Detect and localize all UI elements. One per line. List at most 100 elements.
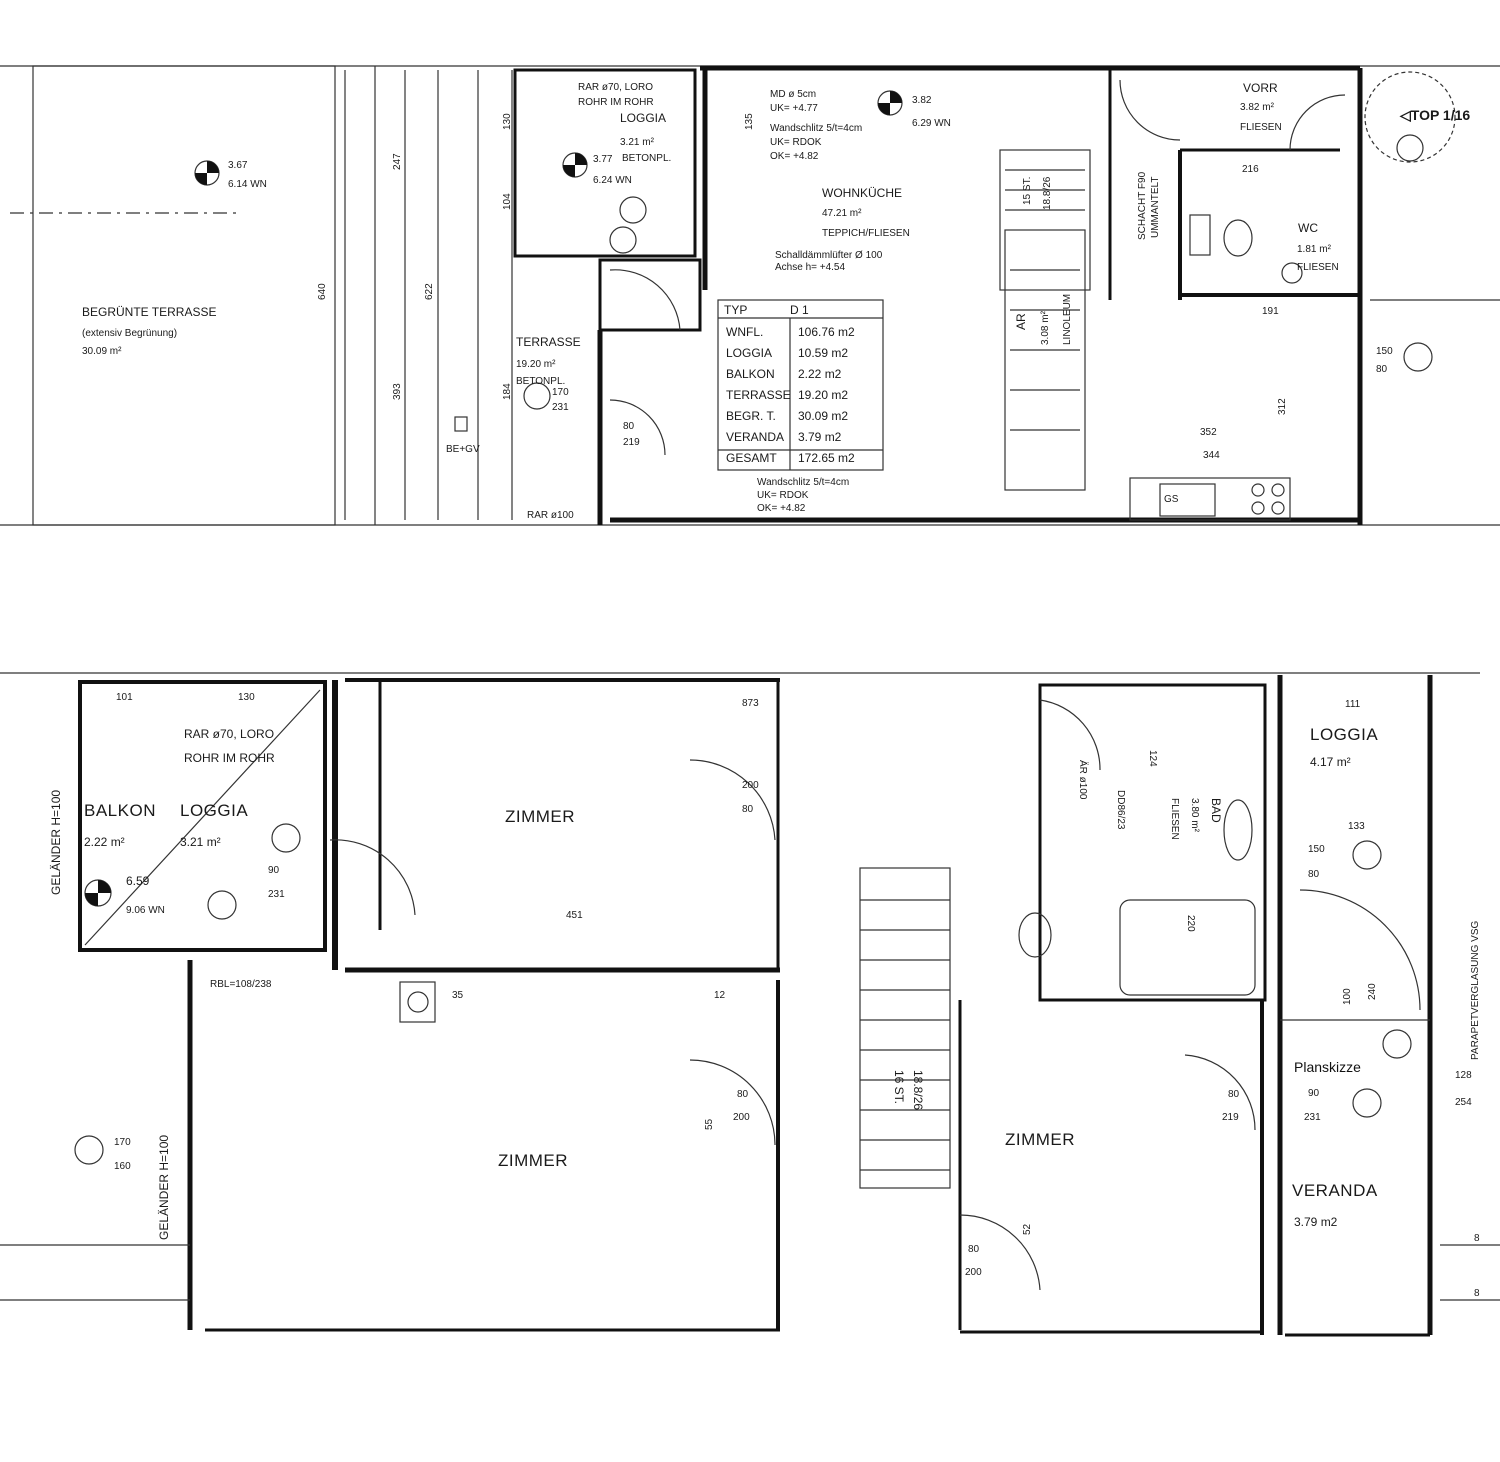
dim-150-l: 150 <box>1308 844 1325 855</box>
table-row-value: 10.59 m2 <box>798 346 848 360</box>
wandschlitz-note-2: Wandschlitz 5/t=4cm <box>757 477 849 488</box>
dim-80: 80 <box>623 421 635 432</box>
dim-130-l: 130 <box>238 692 255 703</box>
dim-80-b: 80 <box>1376 364 1388 375</box>
dim-231-l: 231 <box>268 889 285 900</box>
loggia-finish: BETONPL. <box>622 153 671 164</box>
dim-100: 100 <box>1342 988 1353 1005</box>
loggia-right-name: LOGGIA <box>1310 725 1378 744</box>
dim-80-l5: 80 <box>1308 869 1320 880</box>
dim-80-l1: 80 <box>742 804 754 815</box>
table-row-label: BEGR. T. <box>726 409 776 423</box>
terrace-name: TERRASSE <box>516 335 581 349</box>
table-row-label: WNFL. <box>726 325 763 339</box>
terrace-green-note: (extensiv Begrünung) <box>82 328 177 339</box>
vorr-area: 3.82 m² <box>1240 102 1275 113</box>
level1: 3.67 <box>228 160 248 171</box>
dim-55: 55 <box>704 1118 715 1130</box>
schacht-note: SCHACHT F90 <box>1137 171 1148 240</box>
dim-160-l: 160 <box>114 1161 131 1172</box>
dim-640: 640 <box>317 283 328 300</box>
dim-90-l: 90 <box>268 865 280 876</box>
zimmer-1-name: ZIMMER <box>505 807 575 826</box>
dim-8-a: 8 <box>1474 1233 1480 1244</box>
terrace-green-area: 30.09 m² <box>82 346 122 357</box>
dd-note: DD86/23 <box>1115 790 1126 830</box>
dim-220: 220 <box>1185 915 1196 932</box>
dim-52: 52 <box>1022 1223 1033 1235</box>
loggia-name: LOGGIA <box>620 111 666 125</box>
zimmer-3-name: ZIMMER <box>1005 1130 1075 1149</box>
rohr-note: ROHR IM ROHR <box>578 97 654 108</box>
dim-8-b: 8 <box>1474 1288 1480 1299</box>
gelaender-2: GELÄNDER H=100 <box>157 1135 171 1240</box>
dim-80-l2: 80 <box>737 1089 749 1100</box>
loggia-right-area: 4.17 m² <box>1310 755 1351 769</box>
wc-area: 1.81 m² <box>1297 244 1332 255</box>
dim-344: 344 <box>1203 450 1220 461</box>
dim-191: 191 <box>1262 306 1279 317</box>
wc-name: WC <box>1298 221 1318 235</box>
md-note: MD ø 5cm <box>770 89 816 100</box>
dim-104: 104 <box>502 193 513 210</box>
dim-90-l2: 90 <box>1308 1088 1320 1099</box>
dim-219: 219 <box>623 437 640 448</box>
rar-note: RAR ø70, LORO <box>578 82 653 93</box>
stairs-label-2: 18.8/26 <box>1042 176 1053 210</box>
ukrdok-note-2: UK= RDOK <box>757 490 809 501</box>
dim-219-l3: 219 <box>1222 1112 1239 1123</box>
parapet-note: PARAPETVERGLASUNG VSG <box>1470 920 1481 1060</box>
dim-216: 216 <box>1242 164 1259 175</box>
stairs-l-2: 18.8/26 <box>911 1070 925 1110</box>
dim-35: 35 <box>452 990 464 1001</box>
ar-area: 3.08 m² <box>1040 310 1051 345</box>
terrace-area: 19.20 m² <box>516 359 556 370</box>
level2-wn: 6.24 WN <box>593 175 632 186</box>
dim-184: 184 <box>502 383 513 400</box>
dim-200-l2: 200 <box>733 1112 750 1123</box>
top-marker: ◁TOP 1/16 <box>1399 107 1470 123</box>
lower-labels: 101 130 RAR ø70, LORO ROHR IM ROHR BALKO… <box>49 692 1481 1299</box>
achse-note: Achse h= +4.54 <box>775 262 845 273</box>
level-lower: 6.59 <box>126 874 150 888</box>
table-row-value: 2.22 m2 <box>798 367 842 381</box>
level1-wn: 6.14 WN <box>228 179 267 190</box>
living-finish: TEPPICH/FLIESEN <box>822 228 910 239</box>
table-row-value: 3.79 m2 <box>798 430 842 444</box>
dim-135: 135 <box>744 113 755 130</box>
ok482-note-2: OK= +4.82 <box>757 503 806 514</box>
table-row-value: 172.65 m2 <box>798 451 855 465</box>
vorr-name: VORR <box>1243 81 1278 95</box>
rbl-note: RBL=108/238 <box>210 979 272 990</box>
upper-plan <box>0 65 1500 526</box>
dim-393: 393 <box>392 383 403 400</box>
bad-area: 3.80 m² <box>1189 798 1200 833</box>
dim-80-l3: 80 <box>1228 1089 1240 1100</box>
dim-170-l: 170 <box>114 1137 131 1148</box>
dim-12: 12 <box>714 990 726 1001</box>
dim-240: 240 <box>1367 983 1378 1000</box>
bad-finish: FLIESEN <box>1169 798 1180 840</box>
dim-352: 352 <box>1200 427 1217 438</box>
lower-plan <box>0 672 1500 1337</box>
table-row-value: 30.09 m2 <box>798 409 848 423</box>
table-row-label: BALKON <box>726 367 775 381</box>
table-row-label: VERANDA <box>726 430 784 444</box>
ukrdok-note: UK= RDOK <box>770 137 822 148</box>
dim-873: 873 <box>742 698 759 709</box>
level3: 3.82 <box>912 95 932 106</box>
dim-101: 101 <box>116 692 133 703</box>
table-row-label: TERRASSE <box>726 388 791 402</box>
dim-231: 231 <box>552 402 569 413</box>
dim-254: 254 <box>1455 1097 1472 1108</box>
dim-130: 130 <box>502 113 513 130</box>
table-row-label: GESAMT <box>726 451 777 465</box>
veranda-name: VERANDA <box>1292 1181 1378 1200</box>
gelaender-1: GELÄNDER H=100 <box>49 790 63 895</box>
ar-finish: LINOLEUM <box>1062 294 1073 345</box>
dim-200-l1: 200 <box>742 780 759 791</box>
ok482-note: OK= +4.82 <box>770 151 819 162</box>
balkon-area: 2.22 m² <box>84 835 125 849</box>
